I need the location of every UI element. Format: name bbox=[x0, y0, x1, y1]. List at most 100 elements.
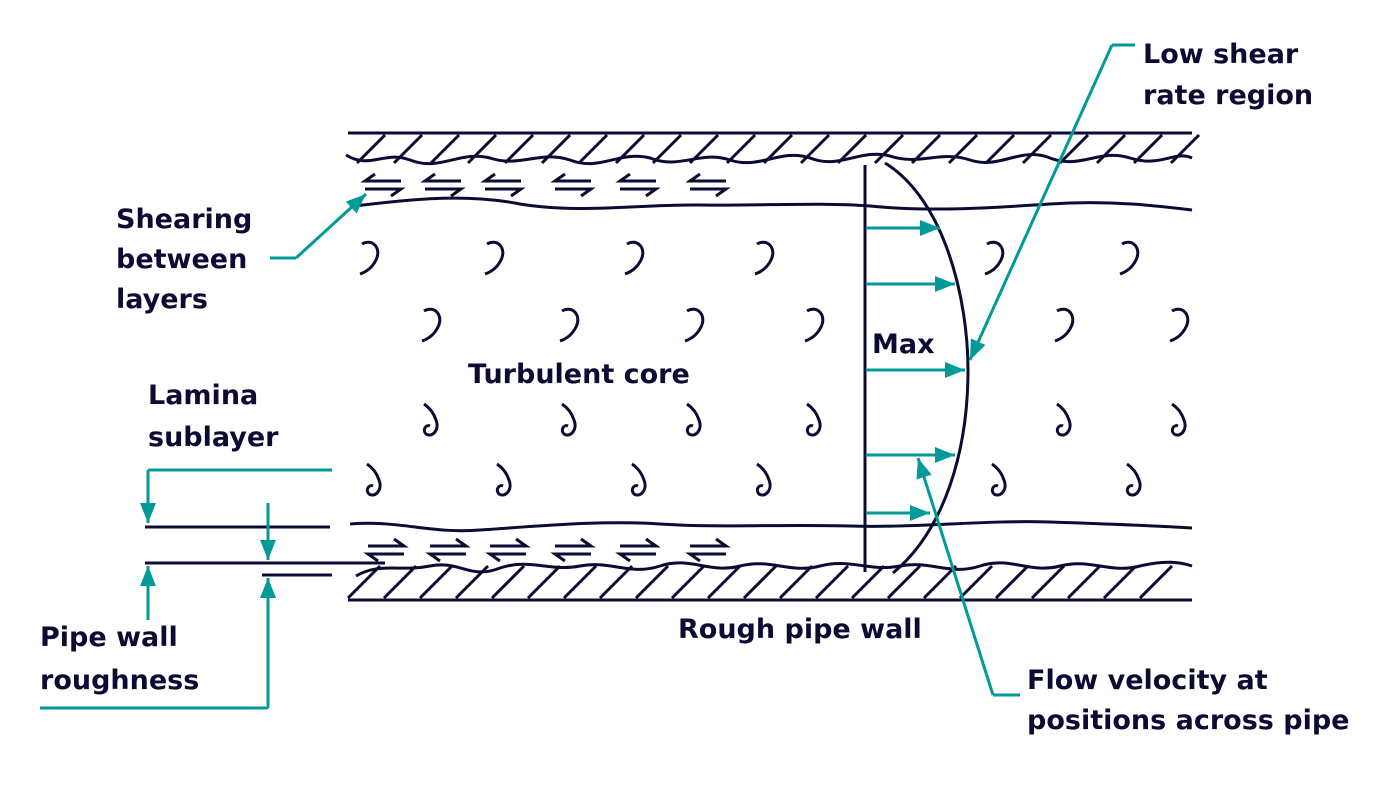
eddies bbox=[359, 240, 1190, 497]
eddy-swirl bbox=[685, 402, 702, 437]
leader-lamina-arrow-head bbox=[140, 503, 156, 523]
pipe bbox=[345, 131, 1201, 602]
hatch-line bbox=[688, 133, 720, 165]
velocity-arrow-head bbox=[910, 505, 930, 521]
eddy-swirl bbox=[365, 462, 382, 497]
leader-flow-velocity-arrow-head bbox=[916, 458, 932, 480]
upper-sublayer-boundary bbox=[354, 196, 1193, 212]
eddy-swirl bbox=[359, 240, 380, 276]
hatch-line bbox=[562, 564, 598, 600]
hatch-line bbox=[651, 133, 683, 165]
hatch-line bbox=[706, 564, 742, 600]
eddy-swirl bbox=[684, 307, 705, 343]
hatch-line bbox=[958, 564, 994, 600]
eddy-swirl bbox=[1054, 307, 1075, 343]
hatch-line bbox=[429, 133, 461, 165]
hatch-line bbox=[814, 564, 850, 600]
label-flow-velocity: Flow velocity at positions across pipe bbox=[1027, 665, 1349, 736]
hatch-line bbox=[778, 564, 814, 600]
hatch-line bbox=[1066, 564, 1102, 600]
eddy-swirl bbox=[624, 240, 645, 276]
shear-arrow-top bbox=[480, 172, 526, 198]
shear-arrow-top bbox=[360, 172, 406, 198]
hatch-line bbox=[382, 564, 418, 600]
hatch-line bbox=[886, 564, 922, 600]
eddy-swirl bbox=[560, 402, 577, 437]
eddy-swirl bbox=[421, 307, 442, 343]
shear-arrow-bottom bbox=[615, 537, 661, 563]
hatch-line bbox=[1095, 133, 1127, 165]
label-max: Max bbox=[872, 329, 935, 360]
hatch-line bbox=[418, 564, 454, 600]
hatch-line bbox=[1102, 564, 1138, 600]
eddy-swirl bbox=[559, 307, 580, 343]
eddy-swirl bbox=[630, 462, 647, 497]
hatch-line bbox=[799, 133, 831, 165]
hatch-line bbox=[614, 133, 646, 165]
eddy-swirl bbox=[1170, 402, 1187, 437]
eddy-swirl bbox=[755, 462, 772, 497]
velocity-arrow-head bbox=[920, 220, 940, 236]
shear-arrow-bottom bbox=[485, 537, 531, 563]
velocity-profile-curve bbox=[884, 161, 970, 575]
hatch-line bbox=[1021, 133, 1053, 165]
label-low-shear-rate-region: Low shear rate region bbox=[1143, 39, 1313, 111]
velocity-arrows bbox=[866, 220, 965, 521]
hatch-line bbox=[634, 564, 670, 600]
label-turbulent-core: Turbulent core bbox=[468, 359, 690, 390]
velocity-arrow-head bbox=[945, 362, 965, 378]
leader-lines bbox=[40, 43, 1135, 710]
hatch-line bbox=[1132, 133, 1164, 165]
hatch-line bbox=[577, 133, 609, 165]
hatch-line bbox=[850, 564, 886, 600]
shear-arrow-bottom bbox=[425, 537, 471, 563]
hatch-line bbox=[725, 133, 757, 165]
hatch-line bbox=[922, 564, 958, 600]
hatch-line bbox=[526, 564, 562, 600]
eddy-swirl bbox=[984, 240, 1005, 276]
eddy-swirl bbox=[1169, 307, 1190, 343]
eddy-swirl bbox=[805, 402, 822, 437]
leader-low-shear-arrow-shaft bbox=[968, 44, 1114, 361]
hatch-line bbox=[355, 133, 387, 165]
hatch-line bbox=[1058, 133, 1090, 165]
eddy-swirl bbox=[804, 307, 825, 343]
roughness-bottom-arrow-head bbox=[260, 578, 276, 598]
lower-sublayer-boundary bbox=[349, 520, 1193, 533]
shear-arrow-top bbox=[420, 172, 466, 198]
hatch-line bbox=[670, 564, 706, 600]
hatch-line bbox=[984, 133, 1016, 165]
hatch-line bbox=[910, 133, 942, 165]
leader-flow-velocity-arrow-shaft bbox=[916, 457, 995, 696]
eddy-swirl bbox=[422, 402, 439, 437]
velocity-arrow-head bbox=[935, 276, 955, 292]
hatch-line bbox=[742, 564, 778, 600]
roughness-top-arrow-head bbox=[260, 540, 276, 560]
shear-arrow-top bbox=[550, 172, 596, 198]
bottom-wall-rough-surface bbox=[355, 560, 1193, 578]
eddy-swirl bbox=[1125, 462, 1142, 497]
eddy-swirl bbox=[754, 240, 775, 276]
shear-arrow-top bbox=[615, 172, 661, 198]
shear-arrow-bottom bbox=[363, 537, 409, 563]
hatch-line bbox=[1169, 133, 1201, 165]
sublayer-dimension-lines bbox=[145, 525, 385, 577]
shear-arrow-bottom bbox=[685, 537, 731, 563]
hatch-line bbox=[873, 133, 905, 165]
shear-arrow-top bbox=[685, 172, 731, 198]
leader-shearing-arrow-head bbox=[345, 194, 366, 214]
eddy-swirl bbox=[484, 240, 505, 276]
hatch-line bbox=[346, 564, 382, 600]
hatch-line bbox=[392, 133, 424, 165]
hatch-line bbox=[490, 564, 526, 600]
shear-arrows bbox=[360, 172, 731, 563]
wall-hatching bbox=[346, 133, 1201, 600]
hatch-line bbox=[947, 133, 979, 165]
hatch-line bbox=[836, 133, 868, 165]
eddy-swirl bbox=[1055, 402, 1072, 437]
hatch-line bbox=[454, 564, 490, 600]
hatch-line bbox=[1138, 564, 1174, 600]
hatch-line bbox=[540, 133, 572, 165]
eddy-swirl bbox=[990, 462, 1007, 497]
